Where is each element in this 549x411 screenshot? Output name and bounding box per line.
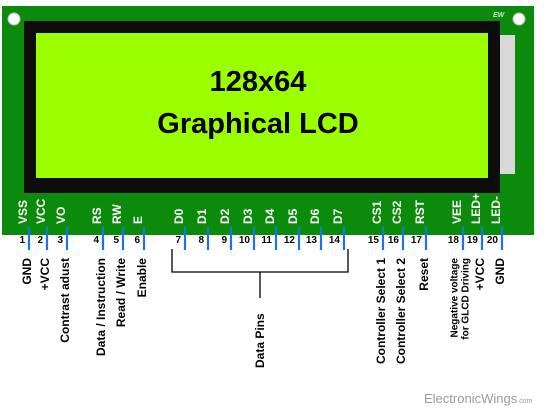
pin-number-16: 16 [388, 235, 400, 246]
pin-function-18-line2: for GLCD Driving [461, 258, 472, 340]
pin-name-18: VEE [450, 200, 464, 224]
pin-leads-group [27, 227, 504, 250]
pin-number-6: 6 [134, 235, 140, 246]
pin-function-20: GND [493, 258, 507, 285]
pin-function-4: Data / Instruction [94, 258, 108, 356]
data-pins-bracket [171, 249, 349, 298]
lcd-screen [36, 33, 488, 178]
pin-number-11: 11 [261, 235, 272, 246]
pin-number-4: 4 [93, 235, 99, 246]
pin-function-19: +VCC [473, 258, 487, 291]
lcd-title-line2: Graphical LCD [157, 108, 358, 140]
pin-name-7: D0 [172, 208, 186, 224]
pin-function-6: Enable [135, 258, 149, 298]
pin-number-18: 18 [448, 235, 460, 246]
pin-function-1: GND [20, 258, 34, 285]
pin-name-11: D4 [263, 208, 277, 224]
watermark-brand: ElectronicWings [424, 391, 518, 406]
pin-name-15: CS1 [370, 200, 384, 224]
pin-name-19: LED+ [469, 193, 483, 224]
pin-name-14: D7 [331, 208, 345, 224]
pin-number-15: 15 [368, 235, 380, 246]
pin-number-8: 8 [198, 235, 204, 246]
pin-function-18-line1: Negative voltage [450, 258, 461, 338]
pin-function-15: Controller Select 1 [374, 258, 388, 364]
pin-name-5: RW [110, 204, 124, 224]
pin-functions-group: GND +VCC Contrast adust Data / Instruction R… [20, 258, 507, 364]
pin-number-13: 13 [306, 235, 318, 246]
pin-name-10: D3 [241, 208, 255, 224]
pin-name-4: RS [90, 207, 104, 224]
pin-number-9: 9 [221, 235, 227, 246]
mount-hole-top-right [512, 12, 526, 26]
backlight-strip [500, 35, 515, 174]
pin-number-2: 2 [37, 235, 43, 246]
pin-number-19: 19 [467, 235, 479, 246]
pin-name-9: D2 [218, 208, 232, 224]
pin-name-2: VCC [34, 198, 48, 224]
watermark-suffix: .com [517, 398, 532, 405]
pin-name-16: CS2 [390, 200, 404, 224]
mount-hole-top-left [7, 12, 21, 26]
pin-name-12: D5 [286, 208, 300, 224]
pin-number-7: 7 [175, 235, 181, 246]
pin-name-8: D1 [195, 208, 209, 224]
pin-name-6: E [131, 216, 145, 224]
pin-number-10: 10 [239, 235, 251, 246]
pin-function-17: Reset [417, 258, 431, 291]
pin-function-3: Contrast adust [58, 258, 72, 343]
pin-names-group: VSS VCC VO RS RW E D0 D1 D2 D3 D4 D5 D6 D7 CS1 CS2 RST VE… [16, 193, 503, 224]
pin-name-17: RST [413, 199, 427, 224]
pin-number-5: 5 [113, 235, 119, 246]
pin-function-5: Read / Write [114, 258, 128, 327]
pin-function-16: Controller Select 2 [394, 258, 408, 364]
pin-number-12: 12 [284, 235, 296, 246]
pin-number-3: 3 [57, 235, 63, 246]
watermark: ElectronicWings.com [424, 391, 533, 406]
lcd-title-line1: 128x64 [210, 66, 307, 98]
pin-name-1: VSS [16, 200, 30, 224]
pin-number-14: 14 [329, 235, 341, 246]
pin-name-20: LED- [489, 196, 503, 224]
pin-number-20: 20 [487, 235, 499, 246]
pin-function-2: +VCC [38, 258, 52, 291]
corner-mark: EW [493, 12, 506, 19]
pin-name-13: D6 [308, 208, 322, 224]
pin-number-1: 1 [19, 235, 25, 246]
data-pins-label: Data Pins [253, 313, 267, 368]
pin-name-3: VO [54, 207, 68, 224]
pin-number-17: 17 [411, 235, 423, 246]
